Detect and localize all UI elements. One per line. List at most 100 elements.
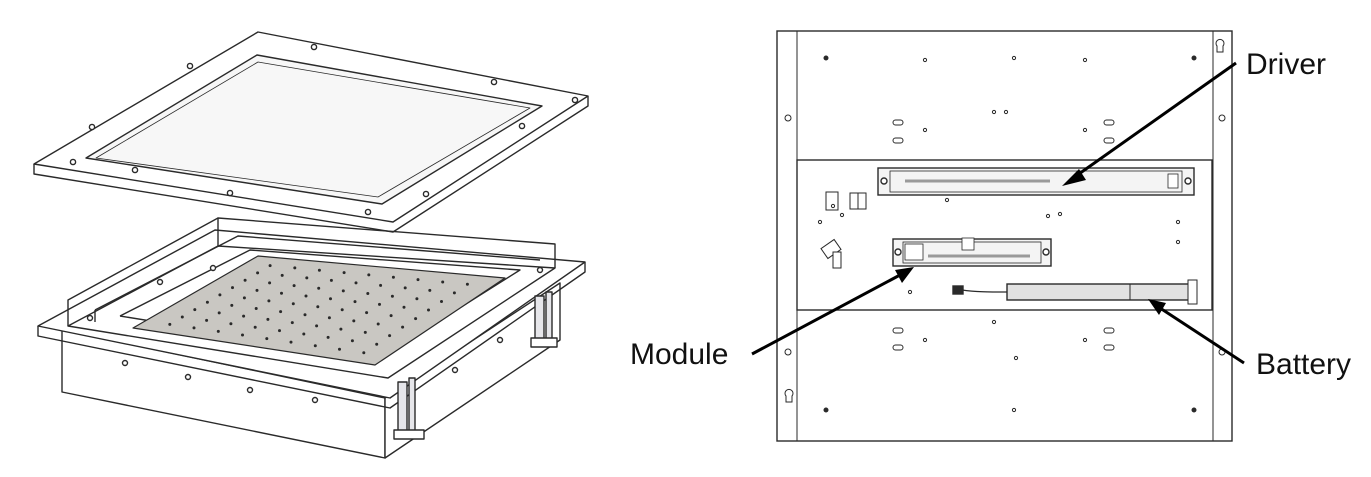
tray-hole [390, 294, 394, 298]
tray-hole [415, 297, 419, 301]
driver-arrowhead [1062, 169, 1086, 186]
lens-frame-screws [69, 43, 579, 216]
battery-leader [1159, 306, 1245, 365]
tray-hole [388, 334, 392, 338]
tray-hole [378, 302, 381, 306]
module-label: Module [630, 338, 728, 371]
tray-hole [243, 278, 247, 282]
tray-hole [365, 311, 369, 315]
tray-hole [280, 273, 284, 277]
tray-hole [338, 347, 341, 351]
tray-hole [367, 273, 371, 277]
tray-hole [242, 314, 246, 318]
tray-hole [192, 326, 196, 330]
tray-hole [376, 322, 380, 326]
tray-perforations [168, 264, 469, 355]
tray-hole [366, 292, 370, 295]
tray-hole [205, 300, 209, 304]
tray-hole [428, 288, 432, 292]
tray-hole [403, 286, 407, 290]
plan-view [751, 30, 1245, 442]
plate-holes [784, 55, 1226, 413]
lens-frame [33, 31, 589, 233]
tray-hole [327, 316, 331, 320]
tray-hole [316, 305, 320, 309]
tray-hole [268, 281, 272, 285]
lens-panel [85, 54, 543, 205]
tray-hole [354, 281, 358, 285]
callout-leaders [751, 61, 1245, 365]
tray-hole [193, 308, 197, 312]
tray-hole [218, 293, 222, 297]
tray-hole [268, 264, 272, 268]
tray-hole [401, 325, 405, 329]
tray-hole [292, 284, 296, 288]
tray-hole [416, 278, 420, 282]
tray-hole [229, 322, 233, 326]
terminal-blocks [817, 191, 1181, 295]
tray-hole [305, 276, 309, 280]
tray-hole [168, 322, 172, 326]
tray-hole [280, 291, 283, 295]
perforated-tray [132, 255, 506, 366]
tray-hole [291, 302, 295, 306]
tray-hole [441, 280, 445, 284]
tray-hole [290, 321, 294, 325]
mounting-bracket-front [393, 377, 425, 440]
tray-hole [256, 271, 260, 275]
tray-hole [230, 303, 234, 307]
tray-hole [242, 296, 246, 300]
tray-hole [241, 333, 244, 337]
tray-hole [402, 305, 406, 309]
tray-hole [340, 308, 344, 312]
mounting-bracket-right [530, 291, 558, 348]
tray-hole [339, 327, 343, 331]
driver-unit [877, 167, 1195, 196]
module-arrowhead [895, 267, 914, 283]
exploded-fixture-view [33, 31, 589, 459]
tray-hole [352, 319, 356, 323]
tray-hole [267, 299, 271, 303]
tray-hole [278, 329, 281, 333]
tray-hole [465, 282, 469, 286]
tray-hole [255, 288, 259, 292]
tray-hole [205, 318, 209, 322]
emergency-module [892, 237, 1052, 267]
tray-hole [329, 297, 332, 301]
tray-hole [313, 344, 317, 348]
tray-hole [362, 351, 366, 355]
tray-hole [302, 332, 306, 336]
tray-hole [427, 308, 430, 312]
tray-hole [326, 335, 330, 339]
tray-hole [304, 294, 308, 298]
tray-hole [265, 337, 269, 341]
driver-leader [1075, 61, 1237, 178]
tray-hole [315, 324, 319, 328]
tray-hole [217, 311, 221, 315]
tray-hole [391, 275, 395, 279]
driver-label: Driver [1246, 48, 1326, 81]
tray-hole [253, 325, 257, 329]
tray-hole [317, 286, 321, 290]
tray-hole [289, 340, 293, 344]
tray-hole [317, 268, 321, 272]
battery-label: Battery [1256, 348, 1351, 381]
battery-pack [952, 279, 1198, 305]
tray-hole [440, 300, 443, 303]
tray-hole [266, 317, 270, 321]
tray-hole [389, 314, 393, 318]
tray-hole [353, 300, 357, 304]
tray-hole [180, 315, 184, 319]
housing-screws [86, 264, 544, 404]
tray-hole [363, 330, 367, 334]
keyhole-slots [784, 38, 1225, 403]
tray-hole [341, 289, 345, 293]
tray-hole [231, 286, 234, 290]
battery-arrowhead [1148, 299, 1166, 315]
tray-hole [216, 329, 220, 333]
tray-hole [303, 313, 307, 317]
tray-hole [279, 310, 283, 314]
housing-right-wall [384, 282, 561, 459]
tray-hole [414, 317, 418, 321]
